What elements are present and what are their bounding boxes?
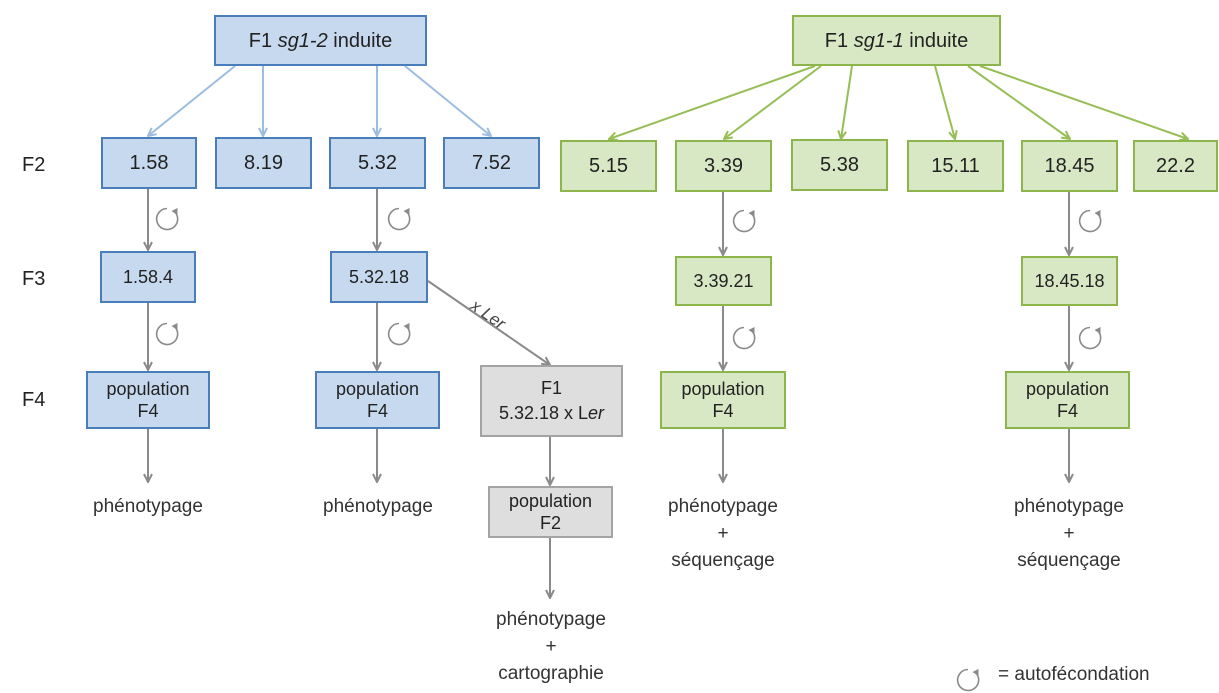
circular-arrow-icon [1078, 209, 1102, 233]
generation-label-f4: F4 [22, 389, 46, 411]
outcome-phenotypage-sequencage: phénotypage + séquençage [652, 493, 794, 574]
population-generation: F4 [1056, 401, 1078, 421]
edge-root-right-to-22.2 [979, 65, 1188, 139]
f1-cross-line2: 5.32.18 x L [498, 403, 589, 423]
root-sg1-1-node: F1 sg1-1 induite [792, 15, 1001, 66]
outcome-phenotypage: phénotypage [323, 496, 433, 517]
outcome-phenotypage-sequencage: phénotypage + séquençage [998, 493, 1140, 574]
root-right-suffix: induite [903, 29, 969, 52]
population-label: population [106, 379, 190, 399]
outcome-line: phénotypage [496, 609, 606, 630]
f2-node: 1.58 [101, 137, 197, 189]
population-generation: F4 [137, 401, 159, 421]
root-left-prefix: F1 [248, 29, 278, 52]
outcome-plus: + [1063, 523, 1075, 544]
f2-node: 7.52 [443, 137, 540, 189]
outcome-phenotypage-cartographie: phénotypage + cartographie [480, 606, 622, 687]
population-generation: F4 [712, 401, 734, 421]
edge-root-right-to-18.45 [967, 65, 1070, 139]
root-left-suffix: induite [327, 29, 393, 52]
root-right-prefix: F1 [824, 29, 854, 52]
edge-root-right-to-5.38 [841, 65, 853, 139]
f2-node: 22.2 [1133, 140, 1218, 192]
outcome-line: phénotypage [668, 496, 778, 517]
f3-node: 1.58.4 [100, 251, 196, 303]
generation-label-f2: F2 [22, 154, 46, 176]
outcome-plus: + [717, 523, 729, 544]
f2-node: 18.45 [1021, 140, 1118, 192]
edge-root-left-to-7.52 [404, 65, 491, 136]
generation-label-f3: F3 [22, 268, 46, 290]
f2-node: 5.32 [329, 137, 426, 189]
circular-arrow-icon [155, 322, 179, 346]
edge-root-right-to-5.15 [609, 65, 816, 139]
f3-node: 3.39.21 [675, 256, 772, 306]
legend-label: = autofécondation [998, 664, 1150, 685]
population-label: population [508, 491, 593, 511]
edge-cross [427, 280, 550, 365]
f1-cross-line2-italic: er [588, 403, 605, 423]
f1-cross-node: F1 5.32.18 x Ler [480, 365, 623, 437]
f2-node: 5.15 [560, 140, 657, 192]
population-label: population [335, 379, 420, 399]
population-label: population [1025, 379, 1110, 399]
outcome-plus: + [545, 636, 557, 657]
f3-node: 18.45.18 [1021, 256, 1118, 306]
f2-node: 15.11 [907, 140, 1004, 192]
f3-node: 5.32.18 [330, 251, 428, 303]
f2-node: 5.38 [791, 139, 888, 191]
edge-root-left-to-1.58 [148, 65, 236, 136]
population-label: population [681, 379, 765, 399]
edge-root-right-to-3.39 [724, 65, 822, 139]
edge-root-right-to-15.11 [934, 65, 955, 139]
legend-circular-arrow-icon [956, 668, 980, 692]
f2-node: 3.39 [675, 140, 772, 192]
root-left-gene: sg1-2 [277, 29, 328, 52]
f2-node: 8.19 [215, 137, 312, 189]
circular-arrow-icon [732, 326, 756, 350]
population-generation: F4 [366, 401, 388, 421]
f1-cross-line1: F1 [540, 378, 562, 398]
circular-arrow-icon [387, 207, 411, 231]
population-generation: F2 [539, 513, 561, 533]
outcome-phenotypage: phénotypage [93, 496, 203, 517]
outcome-line: séquençage [1017, 550, 1121, 571]
circular-arrow-icon [387, 322, 411, 346]
root-sg1-2-node: F1 sg1-2 induite [214, 15, 427, 66]
circular-arrow-icon [155, 207, 179, 231]
circular-arrow-icon [732, 209, 756, 233]
outcome-line: cartographie [498, 663, 604, 684]
outcome-line: phénotypage [1014, 496, 1124, 517]
root-right-gene: sg1-1 [853, 29, 904, 52]
outcome-line: séquençage [671, 550, 775, 571]
circular-arrow-icon [1078, 326, 1102, 350]
